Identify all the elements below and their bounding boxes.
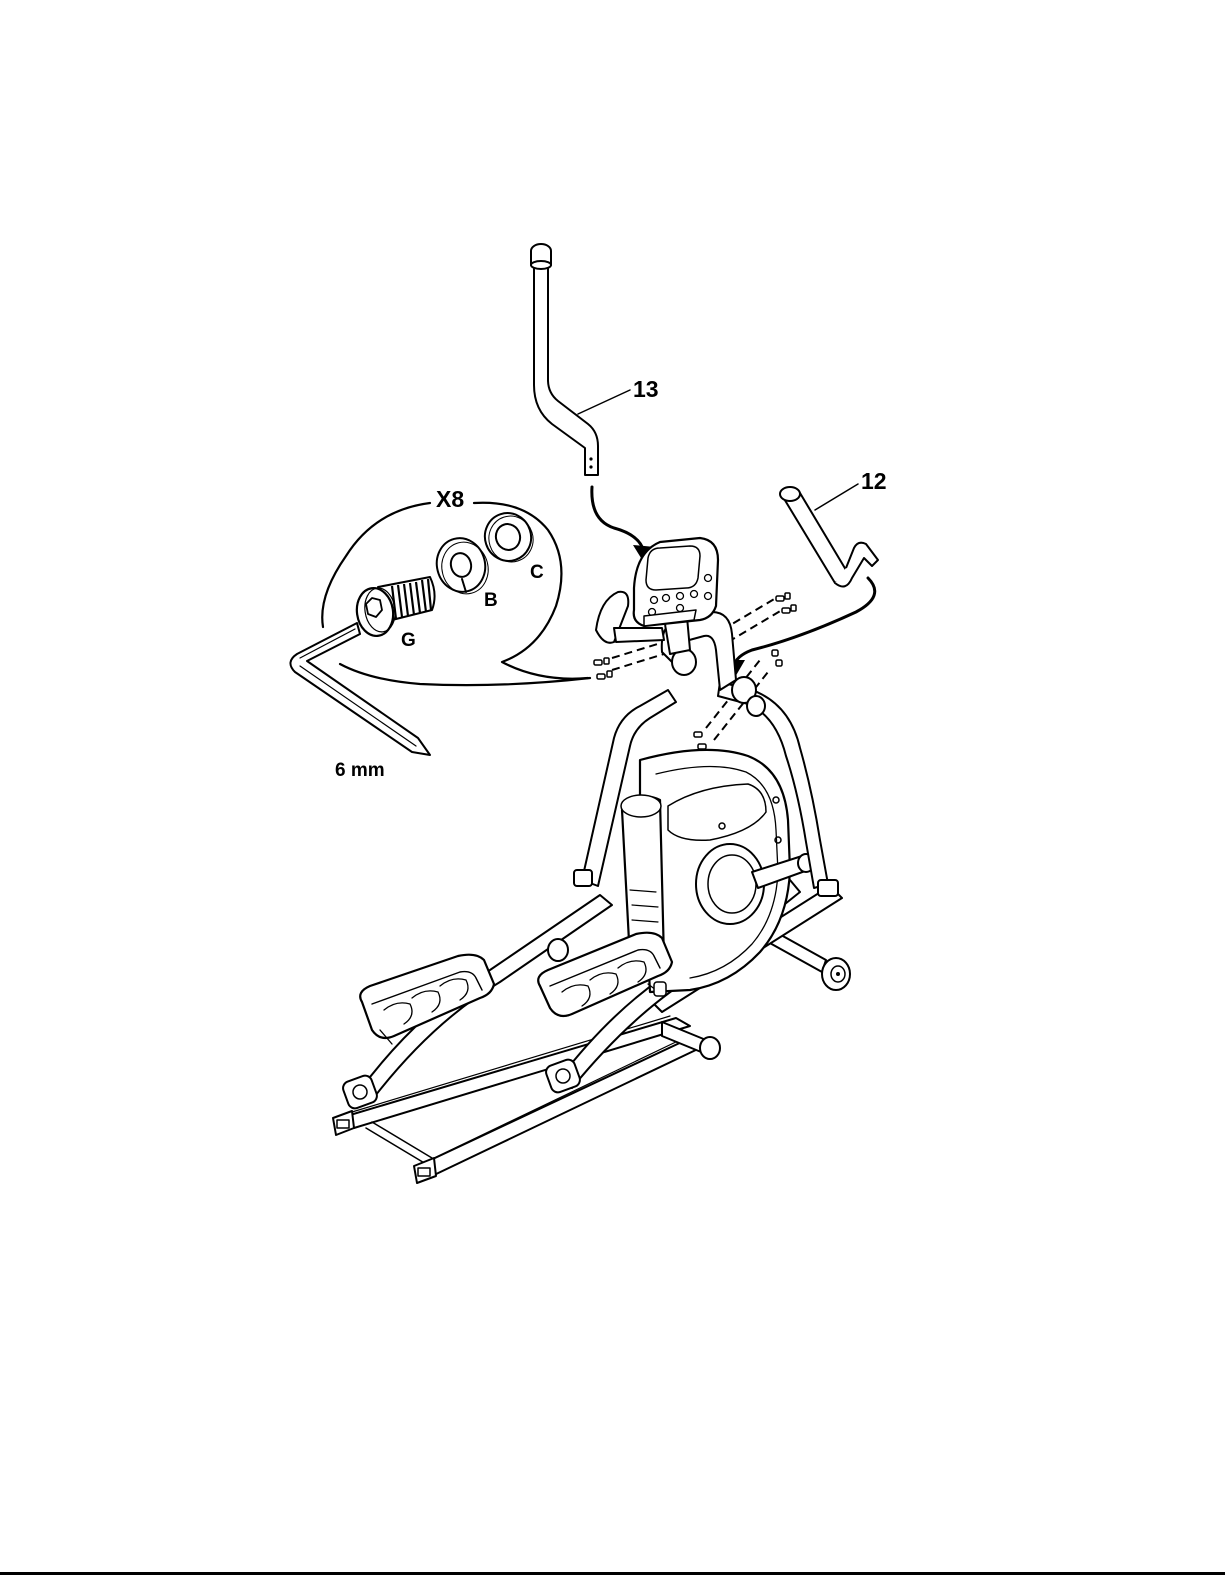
- label-part-13: 13: [633, 376, 659, 402]
- insert-arrow-12: [734, 578, 875, 666]
- page-footer-rule: [0, 1572, 1225, 1575]
- flat-washer-icon: [479, 507, 539, 568]
- label-tool-size: 6 mm: [335, 760, 385, 781]
- insert-arrow-13: [592, 487, 644, 552]
- button-head-bolt-icon: [354, 577, 435, 638]
- quantity-label: X8: [436, 486, 464, 512]
- handlebar-13: [531, 244, 630, 475]
- handlebar-12: [780, 484, 878, 587]
- label-part-12: 12: [861, 468, 887, 494]
- label-hardware-g: G: [401, 630, 416, 651]
- label-hardware-b: B: [484, 590, 498, 611]
- label-hardware-c: C: [530, 562, 544, 583]
